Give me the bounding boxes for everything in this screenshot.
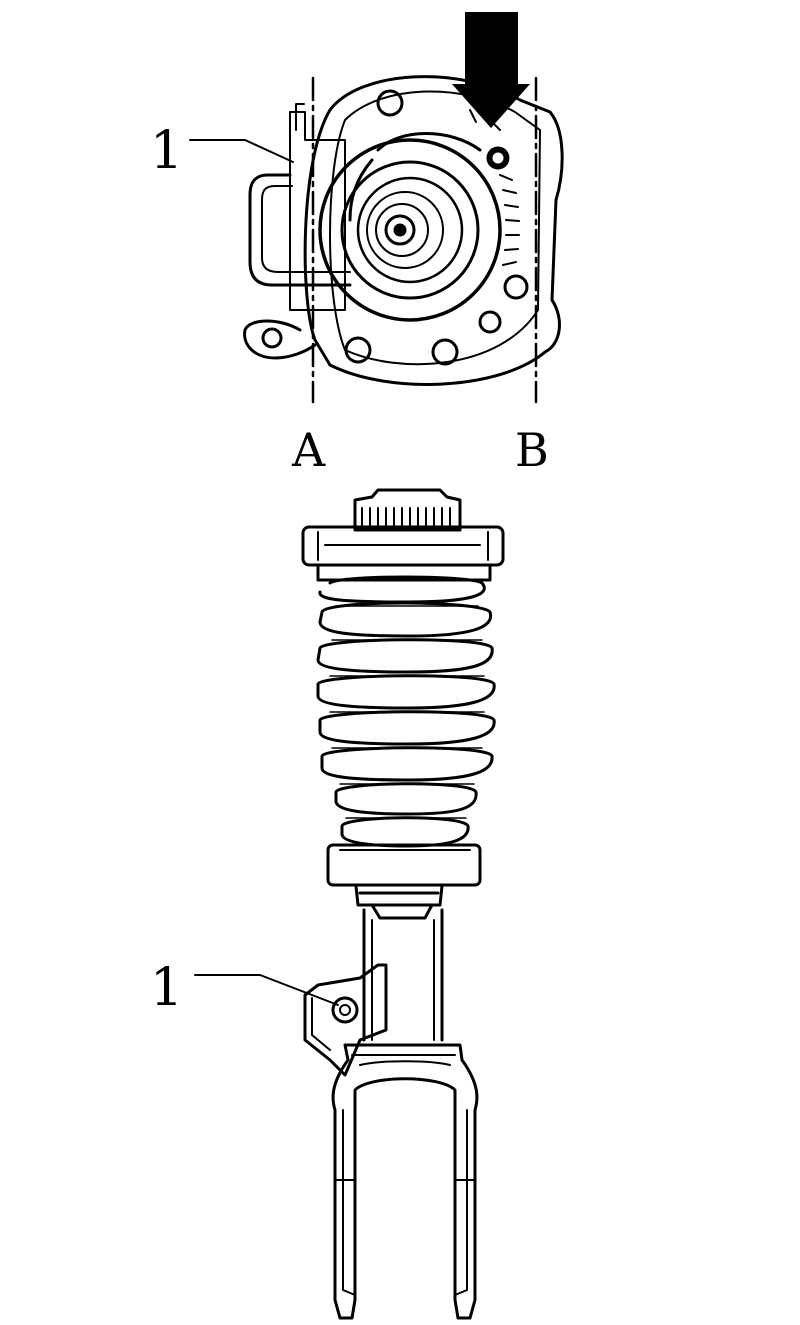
strut-body (362, 908, 444, 1042)
upper-seat-lower (316, 563, 492, 582)
callout-leader-top (189, 139, 294, 163)
top-view: 1 A B (150, 12, 564, 477)
axis-label-a: A (291, 423, 326, 477)
mount-ring-4 (366, 191, 444, 269)
top-cap-teeth (361, 507, 451, 529)
mount-ring-3 (356, 176, 464, 284)
sensor-bolt-center (339, 1004, 351, 1016)
flange-hole-4 (478, 310, 502, 334)
flange-hole-3 (503, 274, 529, 300)
knuckle-fork-top (359, 1060, 451, 1066)
axis-label-b: B (515, 423, 549, 477)
strut-collar-lower (370, 903, 434, 920)
flange-hole-1 (376, 89, 404, 117)
bracket-plate (289, 111, 346, 311)
top-cap (353, 488, 462, 532)
knuckle-fork (331, 1043, 479, 1320)
mount-outer-ring (318, 138, 502, 322)
coil-spring (316, 575, 496, 848)
lower-spring-seat (326, 843, 482, 887)
sensor-bracket (303, 963, 388, 1077)
strut-collar (354, 884, 444, 907)
callout-label-bottom: 1 (150, 958, 183, 1018)
knuckle-fork-inner (334, 1054, 476, 1296)
left-lug-hole (261, 327, 283, 349)
mount-nut (384, 214, 416, 246)
flange-hole-2-inner (492, 152, 504, 164)
flange-hole-6 (344, 336, 372, 364)
sensor-bolt (331, 996, 359, 1024)
bracket-inner (261, 185, 351, 273)
bracket-frame (248, 173, 352, 287)
sensor-bracket-inner (311, 997, 331, 1051)
callout-leader-bottom (194, 974, 339, 1006)
flange-hole-5 (431, 338, 459, 366)
mount-ring-5 (375, 203, 429, 257)
mount-flange-inner (329, 90, 541, 366)
callout-label-top: 1 (150, 121, 183, 181)
mount-ring-2 (340, 160, 480, 300)
upper-seat-detail (317, 531, 489, 561)
side-view: 1 (150, 488, 505, 1320)
flange-serrations (469, 109, 520, 266)
down-arrow-icon (452, 12, 530, 128)
mount-stud (393, 223, 407, 237)
bracket-tab (295, 103, 305, 131)
strut-body-inner (371, 919, 435, 1041)
left-lug (243, 319, 317, 360)
